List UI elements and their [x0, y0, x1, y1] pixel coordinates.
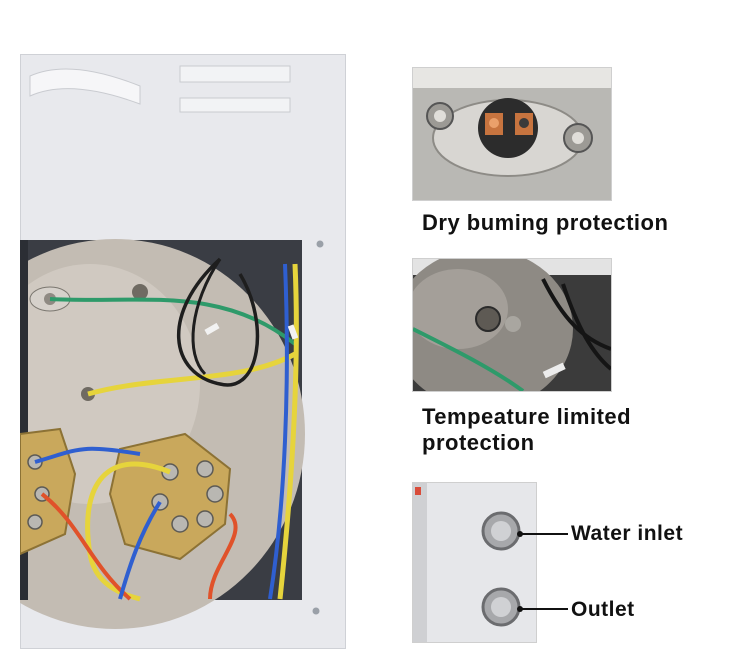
- outlet-label: Outlet: [571, 598, 635, 621]
- heater-interior-photo: [20, 54, 346, 649]
- temperature-switch-photo: [412, 258, 612, 392]
- feature-caption: Tempeature limited protection: [422, 404, 632, 455]
- feature-caption: Dry buming protection: [422, 210, 669, 235]
- inlet-pointer-dot: [517, 531, 523, 537]
- outlet-pointer-line: [520, 608, 568, 610]
- water-inlet-label: Water inlet: [571, 522, 684, 545]
- water-ports-photo: [412, 482, 537, 643]
- outlet-pointer-dot: [517, 606, 523, 612]
- inlet-pointer-line: [520, 533, 568, 535]
- thermostat-photo: [412, 67, 612, 201]
